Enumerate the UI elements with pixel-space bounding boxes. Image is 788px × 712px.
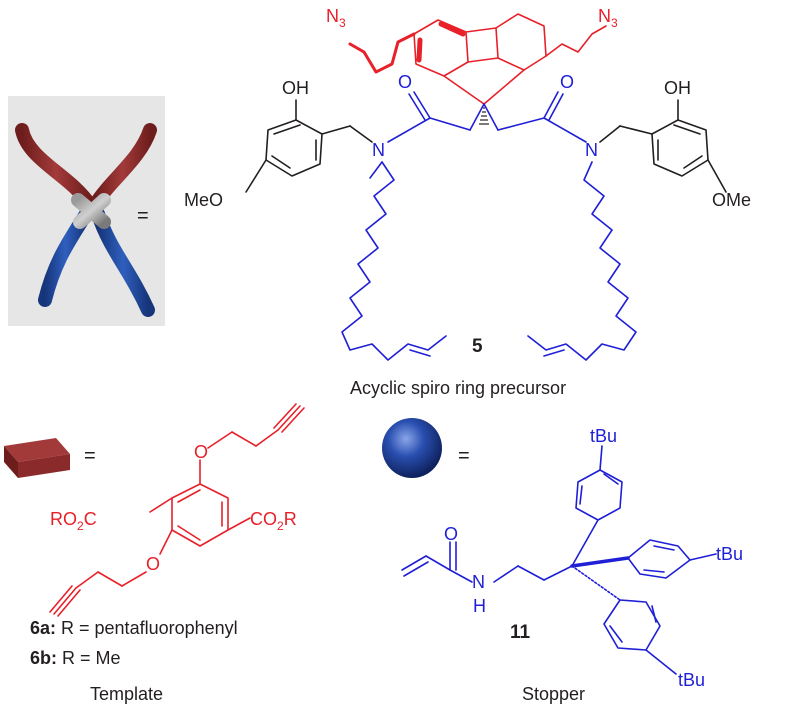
stopper-tbu-right: tBu [716,544,743,564]
azide-right-label: N3 [598,6,618,30]
equals-sign-stopper: = [458,445,470,467]
template-ester-right: CO2R [250,509,297,533]
equals-sign-template: = [84,445,96,467]
template-variant-6b: 6b: R = Me [30,648,121,668]
phenol-oh-right: OH [664,78,691,98]
carbonyl-o-right: O [560,72,574,92]
slab-icon [4,438,70,478]
template-o-top: O [194,442,208,462]
stopper-caption: Stopper [522,684,585,704]
compound-5-structure: N3 N3 O O N [184,6,751,361]
stopper-11-number: 11 [510,622,531,643]
compound-5-caption: Acyclic spiro ring precursor [350,378,566,398]
sphere-icon [382,418,442,478]
stopper-tbu-top: tBu [590,426,617,446]
azide-left-label: N3 [326,6,346,30]
template-6-structure: O O RO2C CO2R [49,403,305,617]
methoxy-right: OMe [712,190,751,210]
stopper-amide-h: H [473,596,486,616]
stopper-tbu-bottom: tBu [678,670,705,690]
amide-n-right: N [585,140,598,160]
template-caption: Template [90,684,163,704]
methoxy-left: MeO [184,190,223,210]
equals-sign-x-legend: = [137,205,149,227]
amide-n-left: N [372,140,385,160]
stopper-carbonyl-o: O [444,524,458,544]
compound-5-number: 5 [472,336,483,357]
phenol-oh-left: OH [282,78,309,98]
template-ester-left: RO2C [50,509,97,533]
stopper-amide-n: N [472,572,485,592]
template-o-bottom: O [146,554,160,574]
x-shaped-cartoon-icon [8,96,165,326]
stopper-11-structure: O N H tBu tBu tBu [401,426,743,690]
carbonyl-o-left: O [398,72,412,92]
template-variant-6a: 6a: R = pentafluorophenyl [30,618,238,638]
